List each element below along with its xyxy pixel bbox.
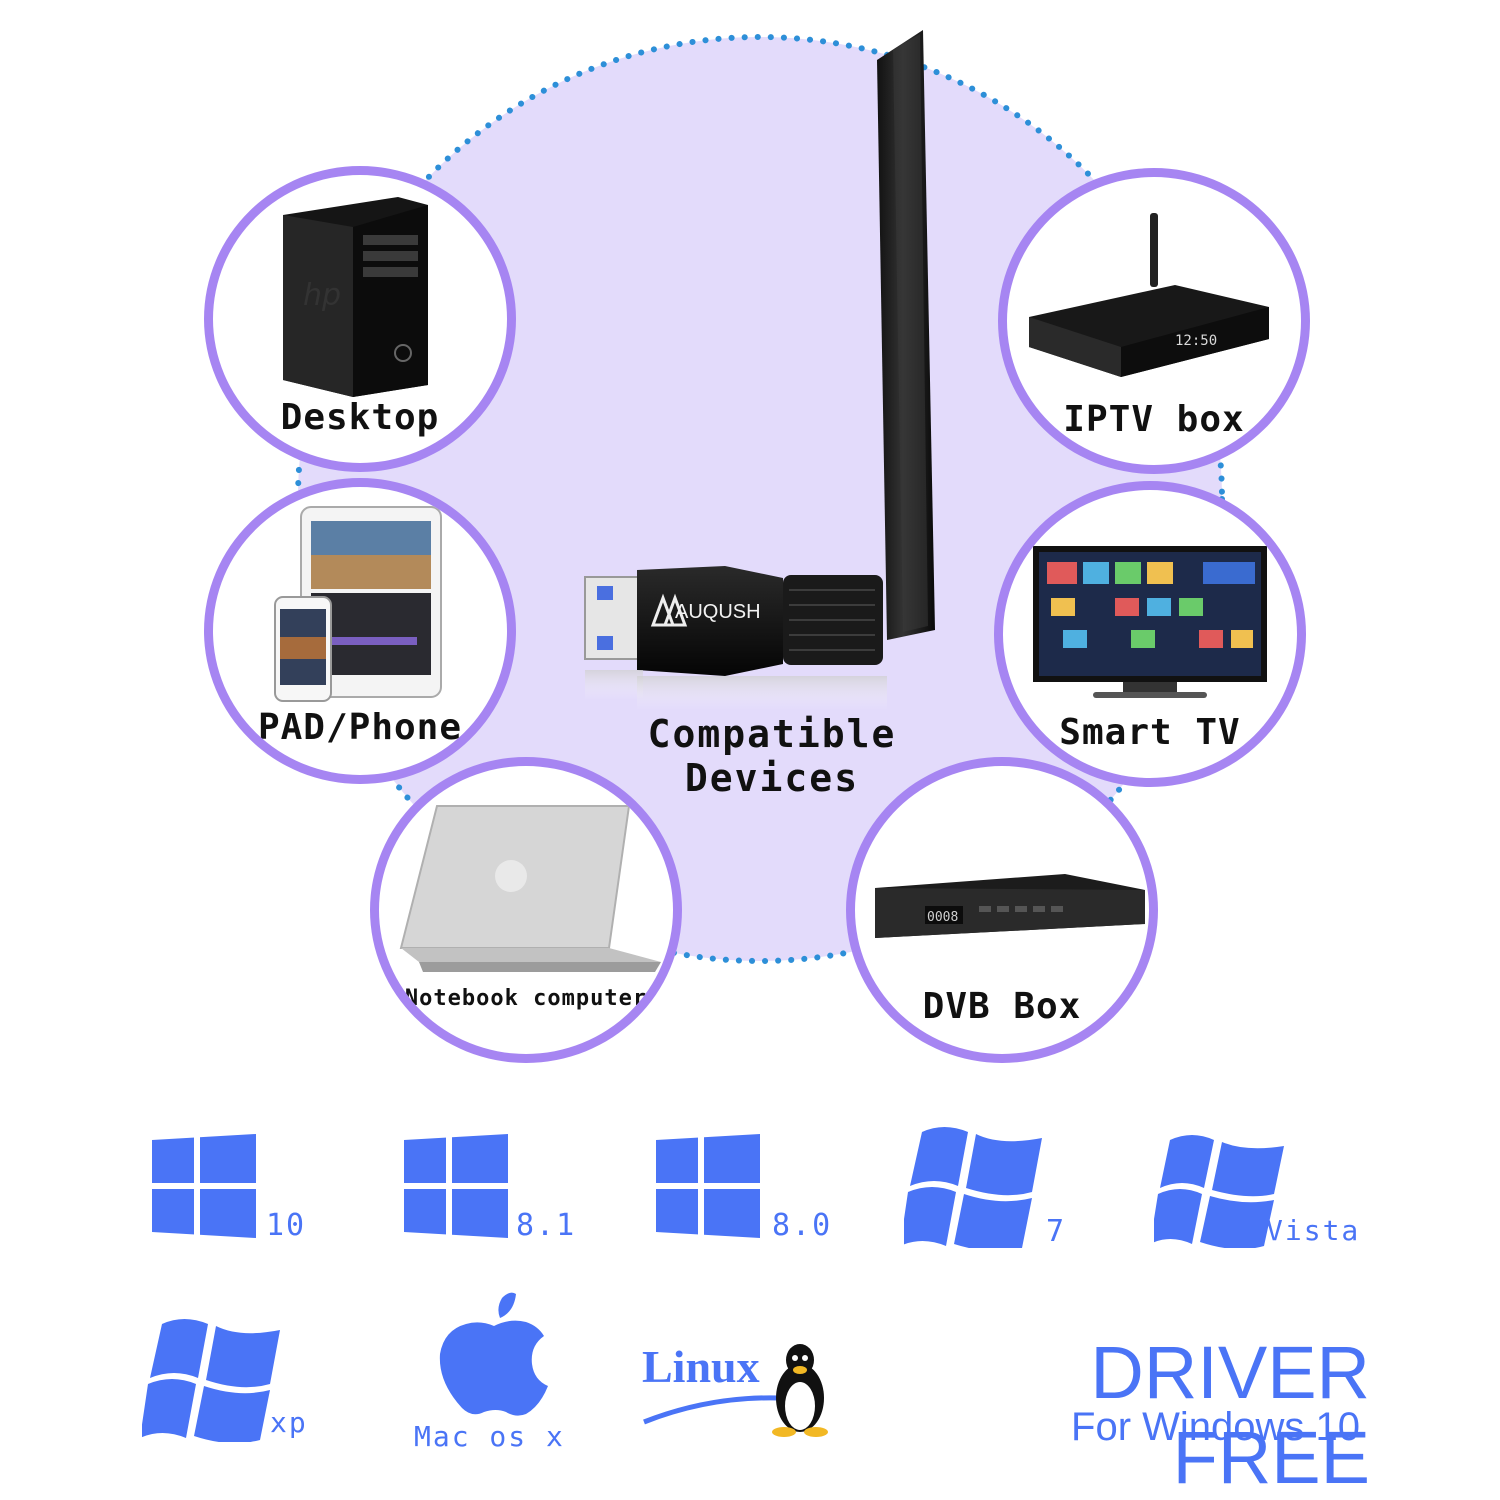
os-label: xp (270, 1406, 308, 1439)
os-label: Vista (1266, 1214, 1361, 1247)
linux-wordmark: Linux (642, 1341, 760, 1392)
windows-vista-flag-icon (1150, 1135, 1284, 1250)
os-label: 8.1 (516, 1208, 577, 1243)
apple-logo-icon (439, 1292, 548, 1416)
dongle-brand: AUQUSH (675, 601, 761, 623)
os-windows-7: 7 (900, 1124, 1084, 1254)
driver-free-title: DRIVER FREE (1090, 1331, 1370, 1499)
iptv-box-icon: 12:50 (1029, 213, 1269, 377)
iptv-display: 12:50 (1175, 333, 1217, 349)
dvb-box-icon: 0008 (875, 874, 1145, 938)
dongle-body (637, 566, 783, 676)
dvb-display: 0008 (927, 910, 958, 925)
windows-80-icon (656, 1134, 760, 1238)
device-iptv-box: 12:50 IPTV box (998, 168, 1310, 474)
tablet-phone-icon (274, 506, 442, 702)
os-windows-vista: Vista (1150, 1132, 1364, 1254)
svg-text:hp: hp (303, 278, 341, 313)
os-mac: Mac os x (410, 1292, 570, 1462)
os-label: 7 (1046, 1214, 1067, 1249)
usb-plug (584, 576, 644, 660)
os-windows-xp: xp (140, 1316, 322, 1446)
tux-penguin-icon (643, 1344, 828, 1437)
device-dvb-box: 0008 DVB Box (846, 757, 1158, 1063)
device-pad-phone: PAD/Phone (204, 478, 516, 784)
center-title: Compatible Devices (647, 712, 897, 800)
device-smart-tv: Smart TV (994, 481, 1306, 787)
os-windows-80: 8.0 (656, 1134, 836, 1254)
usb-wifi-dongle: AUQUSH (584, 30, 935, 710)
device-label: Desktop (280, 397, 440, 438)
device-label: PAD/Phone (257, 707, 463, 748)
device-notebook: Notebook computer (370, 757, 682, 1063)
desktop-tower-icon: hp (283, 197, 428, 397)
driver-free-subtitle: For Windows 10 (1071, 1405, 1360, 1449)
os-linux: Linux (640, 1340, 840, 1440)
windows-xp-flag-icon (140, 1319, 280, 1444)
windows-10-icon (152, 1134, 256, 1238)
device-label: Smart TV (1059, 712, 1241, 753)
device-label: IPTV box (1063, 399, 1245, 440)
os-windows-81: 8.1 (404, 1134, 584, 1254)
os-label: 10 (266, 1208, 307, 1243)
windows-81-icon (404, 1134, 508, 1238)
device-desktop: hp Desktop (204, 166, 516, 472)
windows-7-flag-icon (900, 1127, 1042, 1252)
smart-tv-icon (1033, 546, 1267, 698)
os-label: 8.0 (772, 1208, 833, 1243)
device-label: DVB Box (922, 986, 1082, 1027)
laptop-icon (399, 805, 661, 972)
os-windows-10: 10 (152, 1134, 322, 1254)
device-label: Notebook computer (404, 986, 648, 1011)
os-label: Mac os x (414, 1420, 565, 1453)
